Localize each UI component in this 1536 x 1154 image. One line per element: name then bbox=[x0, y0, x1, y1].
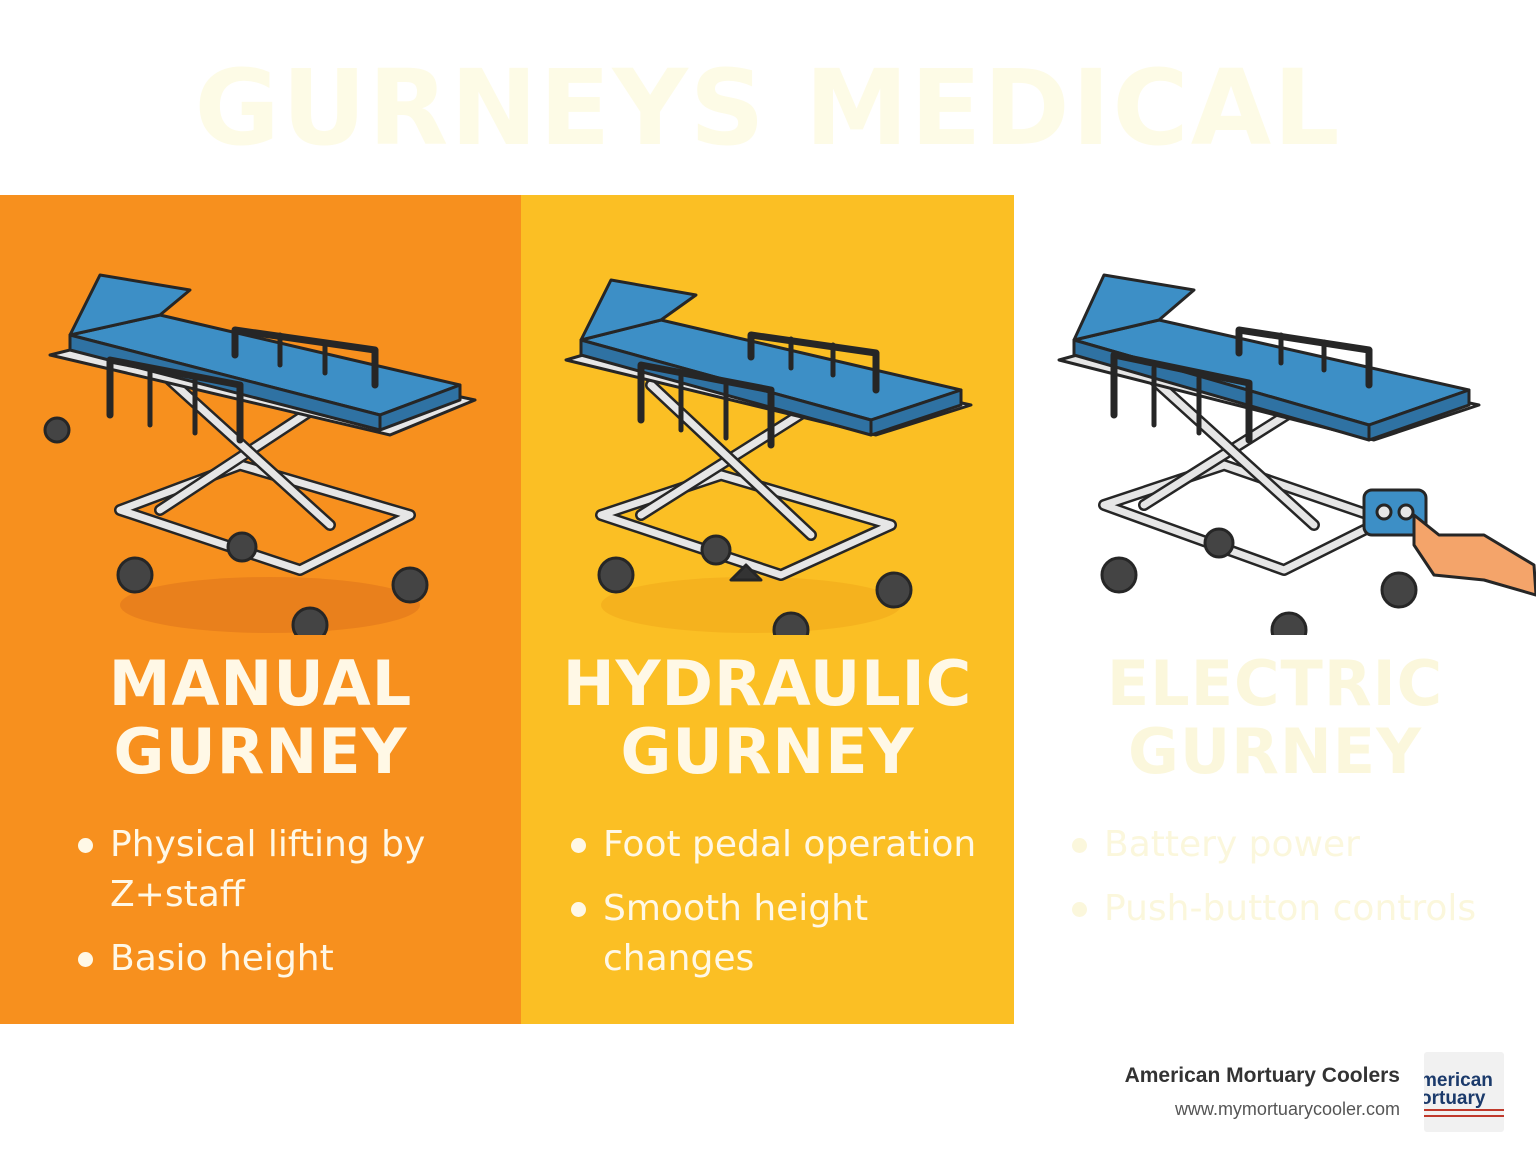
bullet-dot bbox=[571, 902, 586, 917]
feature-item: Foot pedal operation bbox=[571, 820, 1011, 870]
feature-text: Push-button controls bbox=[1104, 888, 1477, 929]
bullet-dot bbox=[78, 952, 93, 967]
feature-text: Battery power bbox=[1104, 824, 1360, 865]
electric-gurney-illustration bbox=[1057, 273, 1536, 635]
feature-text: Physical lifting by Z+staff bbox=[110, 824, 426, 915]
company-logo: merican ortuary bbox=[1424, 1052, 1504, 1132]
hydraulic-gurney-illustration bbox=[564, 278, 973, 635]
logo-line-2: ortuary bbox=[1424, 1088, 1486, 1109]
heading-line-1: ELECTRIC bbox=[1106, 647, 1444, 720]
electric-gurney-heading: ELECTRIC GURNEY bbox=[1014, 650, 1536, 786]
heading-line-2: GURNEY bbox=[1127, 715, 1423, 788]
bullet-dot bbox=[1072, 902, 1087, 917]
manual-gurney-panel: MANUAL GURNEY Physical lifting by Z+staf… bbox=[0, 195, 521, 1024]
feature-text: Smooth height changes bbox=[603, 888, 869, 979]
hydraulic-gurney-features: Foot pedal operation Smooth height chang… bbox=[571, 820, 1011, 998]
heading-line-1: MANUAL bbox=[108, 647, 413, 720]
company-name: American Mortuary Coolers bbox=[1124, 1064, 1400, 1087]
company-url[interactable]: www.mymortuarycooler.com bbox=[1174, 1099, 1400, 1119]
manual-gurney-features: Physical lifting by Z+staff Basio height bbox=[78, 820, 508, 998]
electric-gurney-panel: ELECTRIC GURNEY Battery power Push-butto… bbox=[1014, 195, 1536, 1024]
manual-gurney-heading: MANUAL GURNEY bbox=[0, 650, 521, 786]
hydraulic-gurney-panel: HYDRAULIC GURNEY Foot pedal operation Sm… bbox=[521, 195, 1014, 1024]
logo-line-1: merican bbox=[1424, 1070, 1493, 1091]
feature-item: Battery power bbox=[1072, 820, 1532, 870]
logo-mark: merican ortuary bbox=[1424, 1070, 1504, 1117]
heading-line-1: HYDRAULIC bbox=[562, 647, 973, 720]
page-title: GURNEYS MEDICAL bbox=[194, 47, 1342, 169]
heading-line-2: GURNEY bbox=[113, 715, 408, 788]
feature-item: Smooth height changes bbox=[571, 884, 1011, 984]
electric-gurney-features: Battery power Push-button controls bbox=[1072, 820, 1532, 948]
manual-gurney-illustration bbox=[43, 273, 477, 635]
feature-text: Basio height bbox=[110, 938, 334, 979]
feature-text: Foot pedal operation bbox=[603, 824, 977, 865]
hydraulic-gurney-heading: HYDRAULIC GURNEY bbox=[521, 650, 1014, 786]
heading-line-2: GURNEY bbox=[620, 715, 915, 788]
feature-item: Push-button controls bbox=[1072, 884, 1532, 934]
bullet-dot bbox=[1072, 838, 1087, 853]
feature-item: Basio height bbox=[78, 934, 508, 984]
bullet-dot bbox=[571, 838, 586, 853]
feature-item: Physical lifting by Z+staff bbox=[78, 820, 508, 920]
bullet-dot bbox=[78, 838, 93, 853]
